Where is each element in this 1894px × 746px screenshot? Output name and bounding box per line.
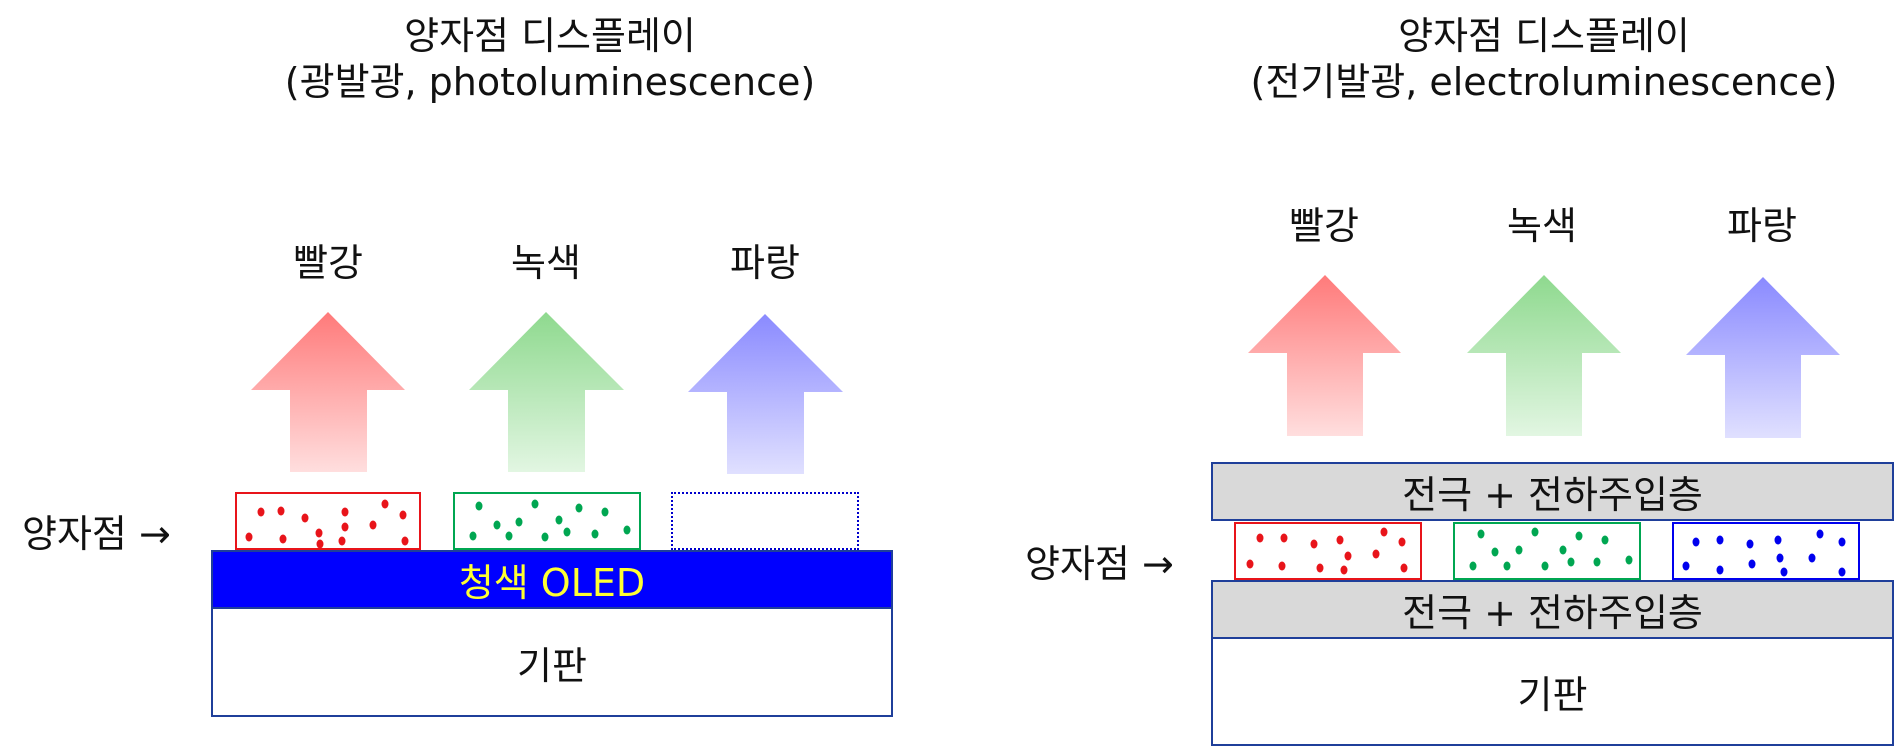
red-quantum-dots [245, 499, 409, 549]
right-qd-label: 양자점 → [1025, 542, 1174, 586]
green-quantum-dots [1469, 527, 1633, 571]
right-title-line1: 양자점 디스플레이 [1398, 14, 1690, 58]
left-blue-empty-box [671, 492, 859, 550]
left-substrate-label: 기판 [517, 643, 587, 688]
left-green-qd-box [453, 492, 641, 550]
left-qd-label: 양자점 → [22, 512, 171, 556]
blue-quantum-dots [1682, 529, 1846, 577]
bottom-electrode-label: 전극 + 전하주입층 [1402, 591, 1703, 635]
red-quantum-dots [1246, 527, 1408, 575]
green-quantum-dots [469, 499, 631, 542]
left-title-line1: 양자점 디스플레이 [404, 14, 696, 58]
top-electrode-layer: 전극 + 전하주입층 [1211, 462, 1894, 521]
right-blue-arrow [1686, 277, 1840, 438]
left-label-blue: 파랑 [730, 241, 800, 285]
right-green-qd-box [1453, 522, 1641, 580]
right-substrate-label: 기판 [1517, 673, 1588, 717]
right-red-qd-box [1234, 522, 1422, 580]
bottom-electrode-layer: 전극 + 전하주입층 [1211, 580, 1894, 639]
top-electrode-label: 전극 + 전하주입층 [1402, 473, 1703, 517]
right-label-green: 녹색 [1507, 204, 1577, 248]
left-title-line2: (광발광, photoluminescence) [284, 60, 816, 104]
left-label-red: 빨강 [293, 241, 363, 285]
left-substrate: 기판 [211, 609, 893, 717]
left-red-arrow [251, 312, 405, 472]
right-label-blue: 파랑 [1727, 204, 1797, 248]
right-red-arrow [1248, 275, 1401, 436]
left-blue-arrow [688, 314, 843, 474]
right-title-line2: (전기발광, electroluminescence) [1250, 60, 1838, 104]
right-blue-qd-box [1672, 522, 1860, 580]
left-green-arrow [469, 312, 624, 472]
blue-oled-layer: 청색 OLED [211, 550, 893, 609]
right-substrate: 기판 [1211, 639, 1894, 746]
right-label-red: 빨강 [1289, 204, 1359, 248]
left-red-qd-box [235, 492, 421, 550]
right-green-arrow [1467, 275, 1621, 436]
blue-oled-label: 청색 OLED [458, 561, 646, 605]
left-label-green: 녹색 [511, 241, 581, 285]
